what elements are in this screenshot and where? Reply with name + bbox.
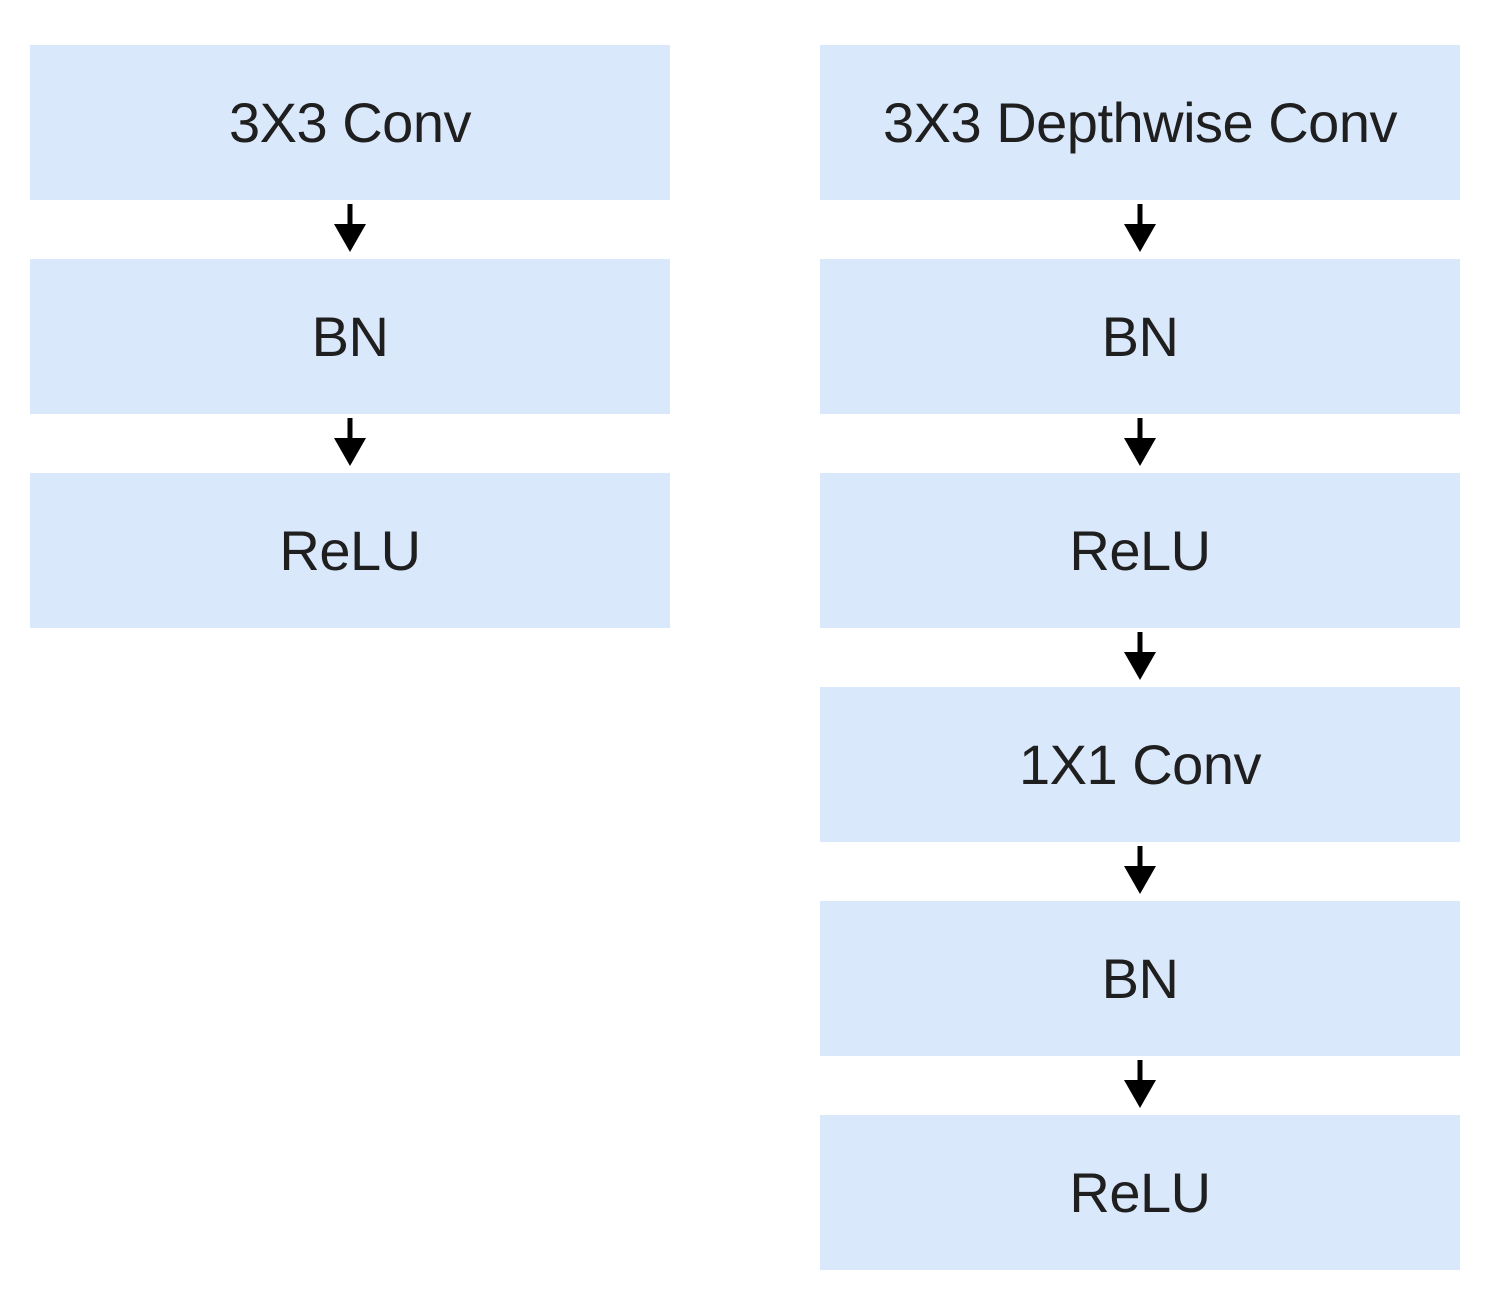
arrow-down-icon: [1124, 418, 1156, 466]
flow-arrow: [820, 414, 1460, 473]
bn-block: BN: [820, 901, 1460, 1056]
arrow-down-icon: [334, 418, 366, 466]
arrow-down-icon: [1124, 632, 1156, 680]
block-label: ReLU: [279, 519, 421, 582]
bn-block: BN: [820, 259, 1460, 414]
bn-block: BN: [30, 259, 670, 414]
standard-conv-column: 3X3 Conv BN ReLU: [30, 45, 670, 628]
block-label: 3X3 Depthwise Conv: [883, 91, 1397, 154]
block-label: 1X1 Conv: [1019, 733, 1261, 796]
flow-arrow: [820, 200, 1460, 259]
relu-block: ReLU: [820, 473, 1460, 628]
relu-block: ReLU: [30, 473, 670, 628]
flow-arrow: [30, 414, 670, 473]
block-label: ReLU: [1069, 519, 1211, 582]
arrow-down-icon: [1124, 204, 1156, 252]
relu-block: ReLU: [820, 1115, 1460, 1270]
flow-arrow: [820, 628, 1460, 687]
block-label: BN: [1101, 947, 1179, 1010]
block-label: ReLU: [1069, 1161, 1211, 1224]
pointwise-conv1x1-block: 1X1 Conv: [820, 687, 1460, 842]
block-label: 3X3 Conv: [229, 91, 471, 154]
arrow-down-icon: [1124, 1060, 1156, 1108]
block-label: BN: [1101, 305, 1179, 368]
arrow-down-icon: [1124, 846, 1156, 894]
block-label: BN: [311, 305, 389, 368]
flow-arrow: [820, 842, 1460, 901]
conv3x3-block: 3X3 Conv: [30, 45, 670, 200]
flow-arrow: [30, 200, 670, 259]
depthwise-separable-column: 3X3 Depthwise Conv BN ReLU 1X1 Conv BN: [820, 45, 1460, 1270]
arrow-down-icon: [334, 204, 366, 252]
depthwise-conv3x3-block: 3X3 Depthwise Conv: [820, 45, 1460, 200]
flow-arrow: [820, 1056, 1460, 1115]
